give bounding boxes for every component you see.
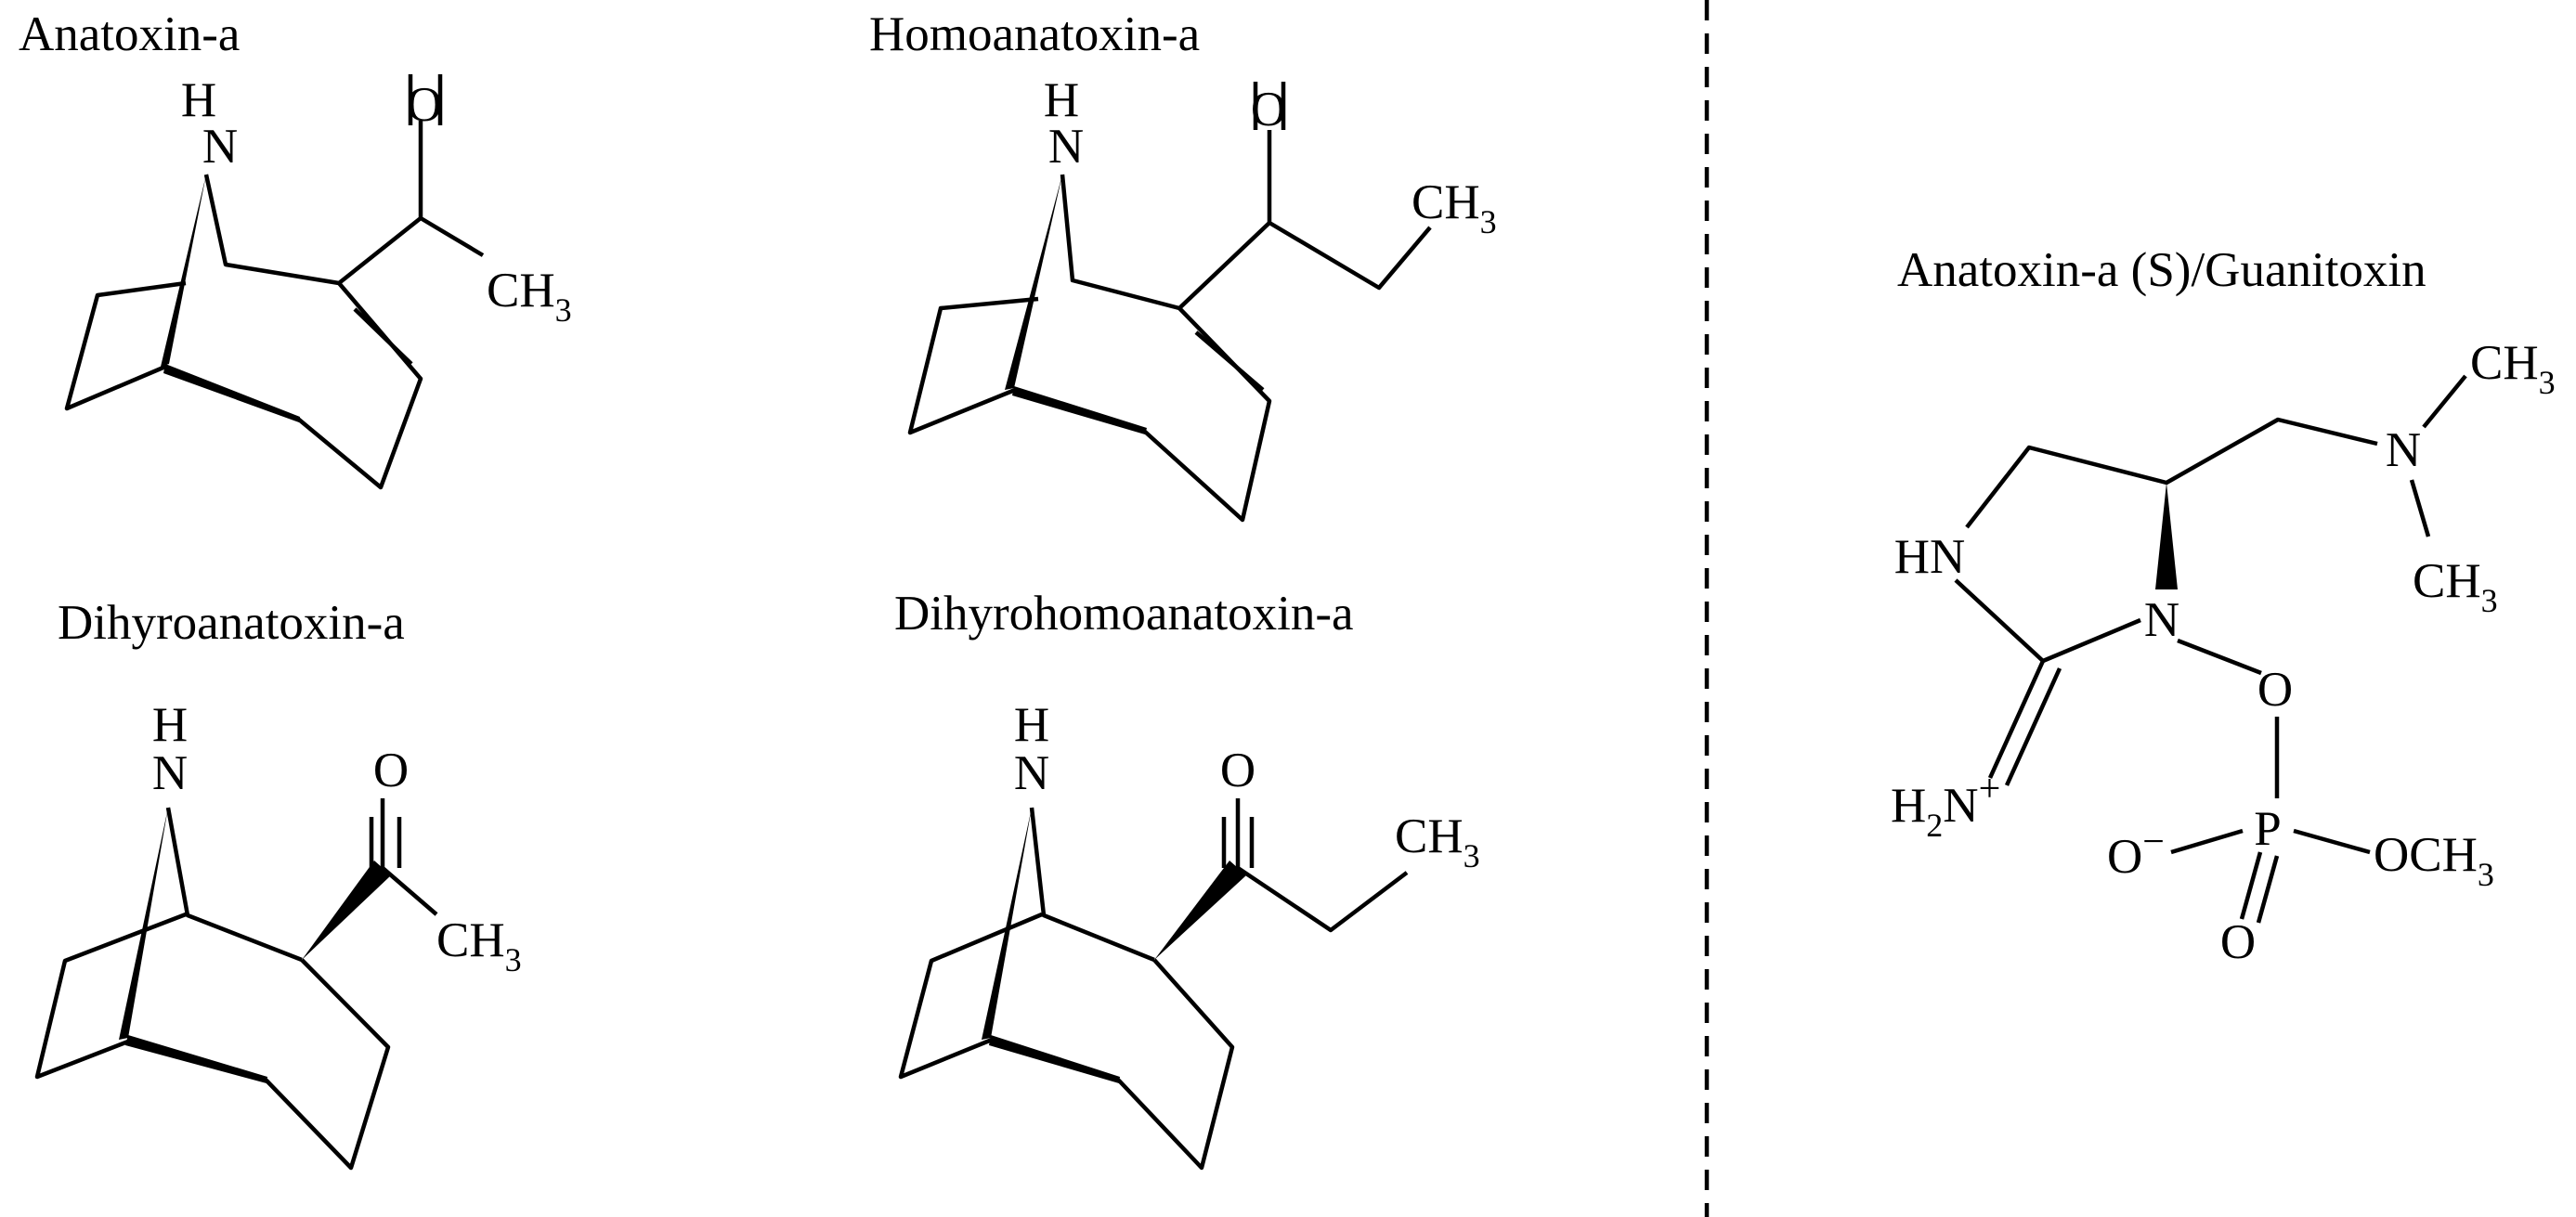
anatoxin-a-double-bonds (353, 74, 443, 366)
guanitoxin-hn: HN (1894, 530, 1966, 584)
dihyroanatoxin-a-title: Dihyroanatoxin-a (58, 596, 405, 650)
dihyroanatoxin-a-wedge-bond-2 (125, 1035, 267, 1083)
guanitoxin-phosphoryl-oxygen: O (2220, 915, 2256, 969)
dihyrohomoanatoxin-a-nh-hydrogen: H (1014, 698, 1049, 752)
dihyrohomoanatoxin-a-wedge-bond-2 (989, 1035, 1120, 1083)
dihyroanatoxin-a-carbonyl-oxygen: O (373, 744, 409, 797)
homoanatoxin-a-wedge-bond-2 (1012, 386, 1147, 434)
guanitoxin-ring-nitrogen: N (2144, 593, 2179, 647)
dihyroanatoxin-a-structure: Dihyroanatoxin-a H N O CH3 (34, 596, 522, 1171)
dihyroanatoxin-a-bonds (34, 798, 438, 1171)
homoanatoxin-a-nh-hydrogen: H (1044, 73, 1079, 127)
dihyroanatoxin-a-wedge-bond-3 (302, 861, 391, 960)
dihyroanatoxin-a-methyl: CH3 (436, 913, 522, 978)
guanitoxin-methyl-bottom: CH3 (2413, 554, 2498, 619)
guanitoxin-title: Anatoxin-a (S)/Guanitoxin (1897, 243, 2426, 297)
guanitoxin-oxide: O− (2107, 821, 2165, 884)
guanitoxin-methyl-top: CH3 (2470, 336, 2556, 401)
guanitoxin-phosphorus: P (2254, 802, 2281, 856)
dihyroanatoxin-a-nitrogen: N (152, 746, 188, 800)
dihyrohomoanatoxin-a-wedge-bond-3 (1154, 861, 1246, 960)
homoanatoxin-a-wedge-bond (1005, 175, 1062, 390)
dihyrohomoanatoxin-a-nitrogen: N (1014, 746, 1049, 800)
anatoxin-a-bonds (64, 121, 485, 490)
anatoxin-a-methyl: CH3 (487, 264, 572, 329)
dihyrohomoanatoxin-a-methyl: CH3 (1395, 809, 1480, 874)
guanitoxin-ester-oxygen: O (2257, 663, 2293, 717)
homoanatoxin-a-structure: Homoanatoxin-a H N O CH3 (869, 7, 1497, 523)
anatoxin-a-nh-hydrogen: H (181, 73, 216, 127)
homoanatoxin-a-bonds (907, 130, 1432, 523)
guanitoxin-iminium: H2N+ (1891, 768, 2000, 844)
anatoxin-a-nitrogen: N (202, 120, 238, 174)
guanitoxin-structure: Anatoxin-a (S)/Guanitoxin HN N N CH3 CH3… (1891, 243, 2556, 969)
guanitoxin-double-bonds (1987, 660, 2280, 924)
dihyroanatoxin-a-nh-hydrogen: H (152, 698, 188, 752)
homoanatoxin-a-title: Homoanatoxin-a (869, 7, 1200, 61)
dihyrohomoanatoxin-a-bonds (898, 798, 1409, 1171)
dihyroanatoxin-a-wedge-bond (119, 808, 168, 1040)
dihyroanatoxin-a-double-bonds (369, 817, 402, 868)
guanitoxin-amine-nitrogen: N (2386, 423, 2421, 477)
homoanatoxin-a-methyl: CH3 (1412, 175, 1497, 240)
homoanatoxin-a-nitrogen: N (1048, 120, 1084, 174)
guanitoxin-methoxy: OCH3 (2374, 828, 2494, 893)
dihyrohomoanatoxin-a-double-bonds (1221, 817, 1255, 868)
dihyrohomoanatoxin-a-wedge-bond (982, 808, 1032, 1040)
guanitoxin-wedge-bond (2155, 483, 2178, 589)
anatoxin-a-title: Anatoxin-a (19, 7, 240, 61)
anatoxin-a-wedge-bond-2 (163, 364, 300, 422)
dihyrohomoanatoxin-a-carbonyl-oxygen: O (1220, 744, 1255, 797)
homoanatoxin-a-double-bonds (1194, 82, 1286, 392)
anatoxin-a-wedge-bond (161, 175, 206, 367)
anatoxin-a-structure: Anatoxin-a H N O CH3 (19, 7, 572, 490)
dihyrohomoanatoxin-a-title: Dihyrohomoanatoxin-a (894, 587, 1354, 641)
dihyrohomoanatoxin-a-structure: Dihyrohomoanatoxin-a H N O CH3 (894, 587, 1480, 1171)
